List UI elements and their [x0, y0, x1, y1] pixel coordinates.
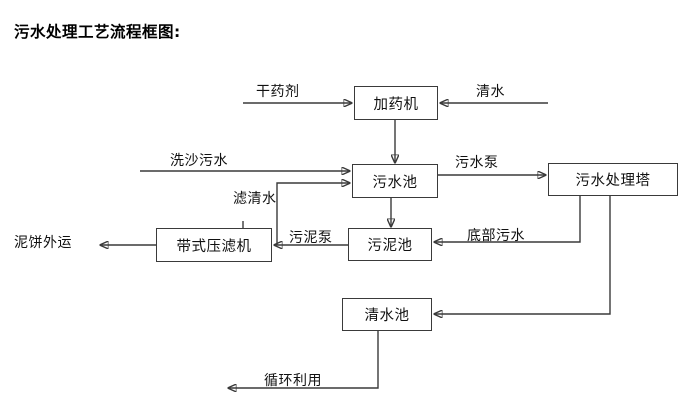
edge-label-dry-reagent: 干药剂	[256, 84, 300, 100]
node-label: 污水池	[372, 174, 418, 191]
node-belt-filter-press[interactable]: 带式压滤机	[156, 228, 272, 262]
edge-label-sand-washing-sewage: 洗沙污水	[170, 153, 228, 169]
terminal-label-mud-cake-transport: 泥饼外运	[14, 235, 72, 251]
node-sludge-pool[interactable]: 污泥池	[348, 228, 432, 261]
edge-label-recycling: 循环利用	[264, 373, 322, 389]
edge-label-sludge-pump: 污泥泵	[289, 230, 333, 246]
edge-label-clean-water-in: 清水	[476, 84, 505, 100]
node-treatment-tower[interactable]: 污水处理塔	[548, 163, 678, 196]
node-sewage-pool[interactable]: 污水池	[352, 164, 438, 198]
edge-label-sewage-pump: 污水泵	[455, 155, 499, 171]
node-clean-water-pool[interactable]: 清水池	[342, 298, 432, 331]
node-label: 加药机	[373, 96, 419, 113]
edge-label-filtered-clear-water: 滤清水	[233, 191, 277, 207]
edge-label-bottom-sewage: 底部污水	[467, 228, 525, 244]
node-label: 带式压滤机	[176, 238, 252, 255]
wire-tower-to-clean-water-pool	[434, 196, 611, 314]
node-dosing-machine[interactable]: 加药机	[354, 86, 438, 120]
page-title: 污水处理工艺流程框图:	[14, 23, 181, 41]
node-label: 污泥池	[367, 238, 413, 254]
node-label: 污水处理塔	[575, 173, 651, 189]
node-label: 清水池	[364, 308, 410, 324]
